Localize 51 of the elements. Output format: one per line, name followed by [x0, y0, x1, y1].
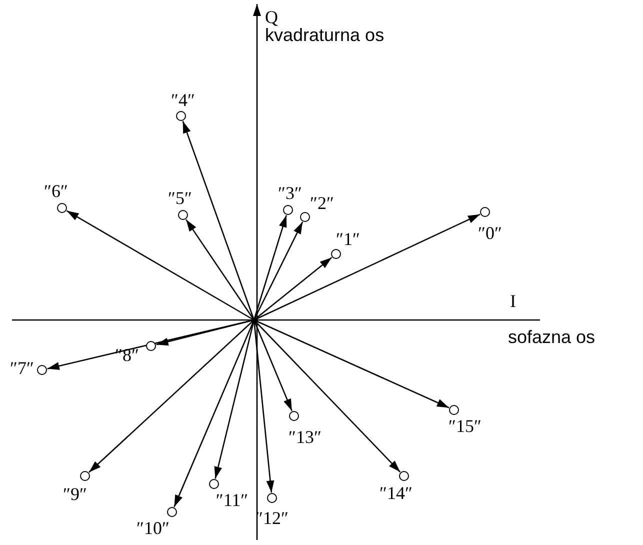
point-label: ″6″: [44, 182, 68, 200]
point-label: ″9″: [63, 485, 87, 503]
point-marker: [208, 478, 219, 489]
point-label: ″3″: [278, 184, 302, 202]
arrow: [47, 319, 254, 370]
point-label: ″10″: [136, 519, 170, 537]
point-marker: [178, 210, 188, 220]
arrow: [214, 320, 255, 479]
arrow: [186, 219, 255, 320]
arrow: [254, 214, 480, 321]
arrow: [254, 256, 332, 320]
point-marker: [266, 492, 277, 503]
arrow: [253, 222, 304, 320]
point-label: ″0″: [478, 224, 502, 242]
arrow: [254, 319, 450, 408]
point-marker: [480, 206, 490, 217]
point-label: ″12″: [256, 509, 288, 527]
point-marker: [80, 470, 90, 481]
point-marker: [300, 212, 310, 222]
axis-label: Q: [265, 8, 278, 26]
point-label: ″2″: [310, 194, 334, 212]
arrow: [156, 319, 254, 346]
arrow: [182, 120, 255, 320]
arrow: [66, 210, 254, 321]
point-label: ″1″: [336, 230, 360, 248]
point-label: ″7″: [10, 359, 34, 377]
point-label: ″5″: [168, 189, 192, 207]
point-marker: [176, 110, 186, 121]
arrow: [174, 320, 255, 508]
point-marker: [282, 204, 293, 215]
point-marker: [36, 364, 47, 375]
axis-label: I: [510, 292, 516, 310]
point-marker: [166, 506, 177, 517]
point-label: ″15″: [448, 417, 482, 435]
arrow: [253, 215, 287, 320]
axis-name: kvadraturna os: [265, 26, 384, 44]
arrow: [88, 320, 254, 473]
point-marker: [146, 340, 156, 351]
point-marker: [288, 410, 299, 421]
point-marker: [398, 470, 409, 481]
point-label: ″14″: [380, 484, 412, 502]
point-label: ″11″: [216, 491, 248, 509]
arrow: [254, 320, 401, 472]
point-label: ″13″: [288, 428, 322, 446]
point-marker: [56, 202, 67, 213]
arrow: [253, 320, 274, 493]
point-label: ″4″: [171, 91, 195, 109]
axis-name: sofazna os: [508, 328, 596, 346]
point-marker: [448, 404, 459, 415]
arrow: [253, 320, 292, 412]
point-marker: [330, 248, 341, 259]
